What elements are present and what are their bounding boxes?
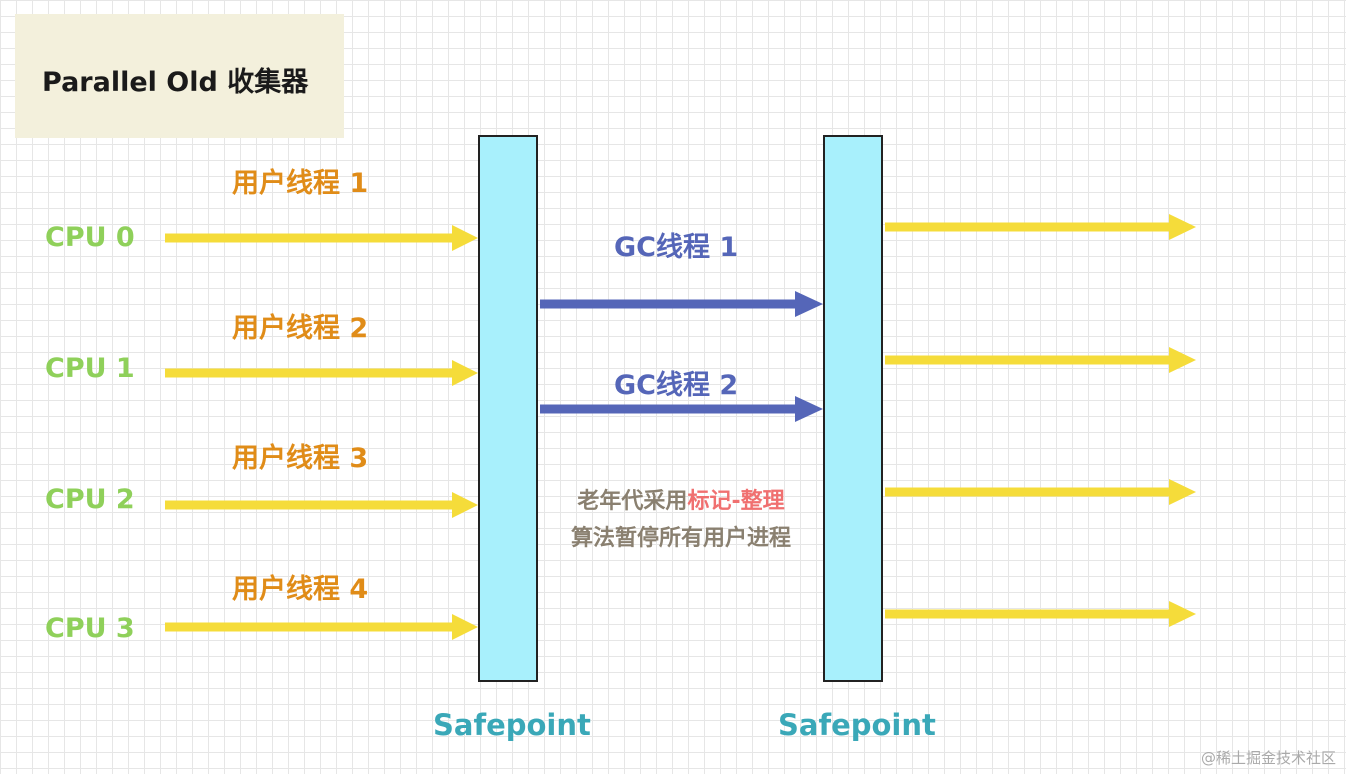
title-box: Parallel Old 收集器	[15, 14, 344, 138]
cpu-label-0: CPU 0	[45, 222, 135, 253]
gc-arrow-0	[540, 291, 823, 317]
gc-thread-label-1: GC线程 1	[614, 232, 739, 263]
diagram-title: Parallel Old 收集器	[42, 67, 309, 98]
cpu-label-3: CPU 3	[45, 613, 135, 644]
user-arrow-1	[165, 360, 478, 386]
resume-arrow-2	[885, 479, 1196, 505]
resume-arrow-1	[885, 347, 1196, 373]
note-highlight: 标记-整理	[687, 489, 785, 514]
user-arrow-0	[165, 225, 478, 251]
user-arrow-3	[165, 614, 478, 640]
user-thread-label-2: 用户线程 2	[232, 313, 369, 344]
note-line-1-prefix: 老年代采用	[577, 489, 688, 514]
safepoint-bar-left	[478, 135, 538, 682]
cpu-label-2: CPU 2	[45, 484, 135, 515]
user-thread-label-4: 用户线程 4	[232, 574, 369, 605]
watermark: @稀土掘金技术社区	[1200, 749, 1336, 767]
note-line-1: 老年代采用标记-整理	[540, 483, 822, 515]
resume-arrow-0	[885, 214, 1196, 240]
user-arrow-2	[165, 492, 478, 518]
user-thread-label-3: 用户线程 3	[232, 443, 369, 474]
safepoint-bar-right	[823, 135, 883, 682]
safepoint-label-right: Safepoint	[778, 708, 936, 742]
user-thread-label-1: 用户线程 1	[232, 168, 369, 199]
note-line-2: 算法暂停所有用户进程	[570, 526, 791, 551]
resume-arrow-3	[885, 601, 1196, 627]
gc-thread-label-2: GC线程 2	[614, 370, 739, 401]
cpu-label-1: CPU 1	[45, 353, 135, 384]
safepoint-label-left: Safepoint	[433, 708, 591, 742]
gc-arrow-1	[540, 396, 823, 422]
